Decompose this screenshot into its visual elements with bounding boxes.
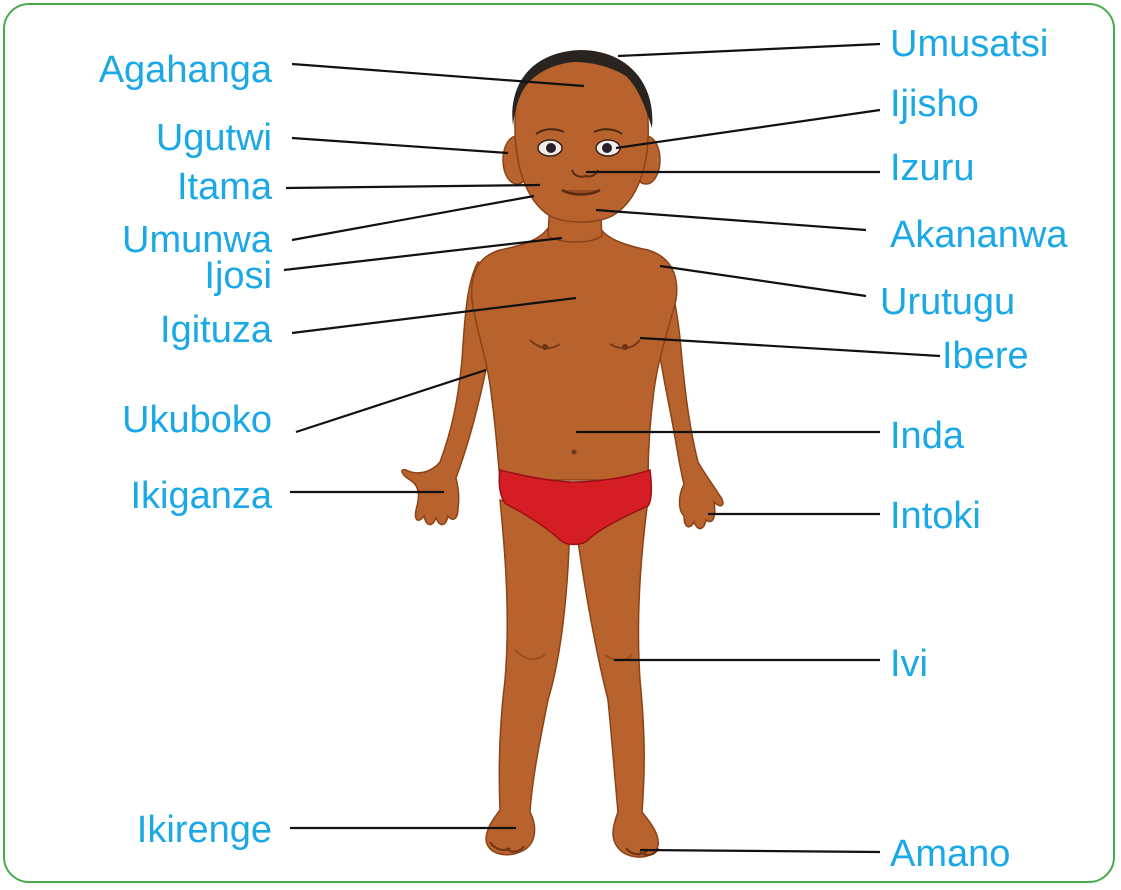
label-ijosi: Ijosi — [204, 255, 272, 297]
head — [515, 56, 648, 222]
leader-itama — [286, 185, 540, 188]
label-amano: Amano — [890, 833, 1010, 875]
leader-akananwa — [596, 210, 866, 230]
navel — [572, 450, 577, 455]
leader-ugutwi — [292, 138, 508, 153]
label-ivi: Ivi — [890, 643, 928, 685]
leader-umunwa — [292, 196, 534, 240]
label-igituza: Igituza — [160, 309, 273, 351]
label-urutugu: Urutugu — [880, 281, 1015, 323]
right-pupil — [602, 143, 612, 153]
label-ukuboko: Ukuboko — [122, 399, 272, 441]
label-intoki: Intoki — [890, 495, 981, 537]
label-ijisho: Ijisho — [890, 83, 979, 125]
label-inda: Inda — [890, 415, 965, 457]
label-ibere: Ibere — [942, 335, 1029, 377]
label-izuru: Izuru — [890, 147, 974, 189]
leader-amano — [640, 850, 880, 852]
right-nipple — [622, 344, 628, 350]
label-agahanga: Agahanga — [99, 49, 273, 91]
label-itama: Itama — [177, 166, 273, 208]
torso — [472, 228, 677, 480]
label-ugutwi: Ugutwi — [156, 117, 272, 159]
mouth — [562, 190, 600, 195]
leader-umusatsi — [618, 44, 880, 56]
left-pupil — [546, 143, 556, 153]
right-leg — [575, 500, 658, 857]
label-umusatsi: Umusatsi — [890, 23, 1048, 65]
leader-ibere — [640, 338, 940, 356]
leader-ijisho — [616, 110, 880, 148]
left-leg — [486, 500, 570, 855]
leader-urutugu — [660, 266, 866, 296]
label-ikirenge: Ikirenge — [137, 809, 272, 851]
left-nipple — [542, 344, 548, 350]
label-akananwa: Akananwa — [890, 214, 1068, 256]
label-ikiganza: Ikiganza — [130, 475, 272, 517]
